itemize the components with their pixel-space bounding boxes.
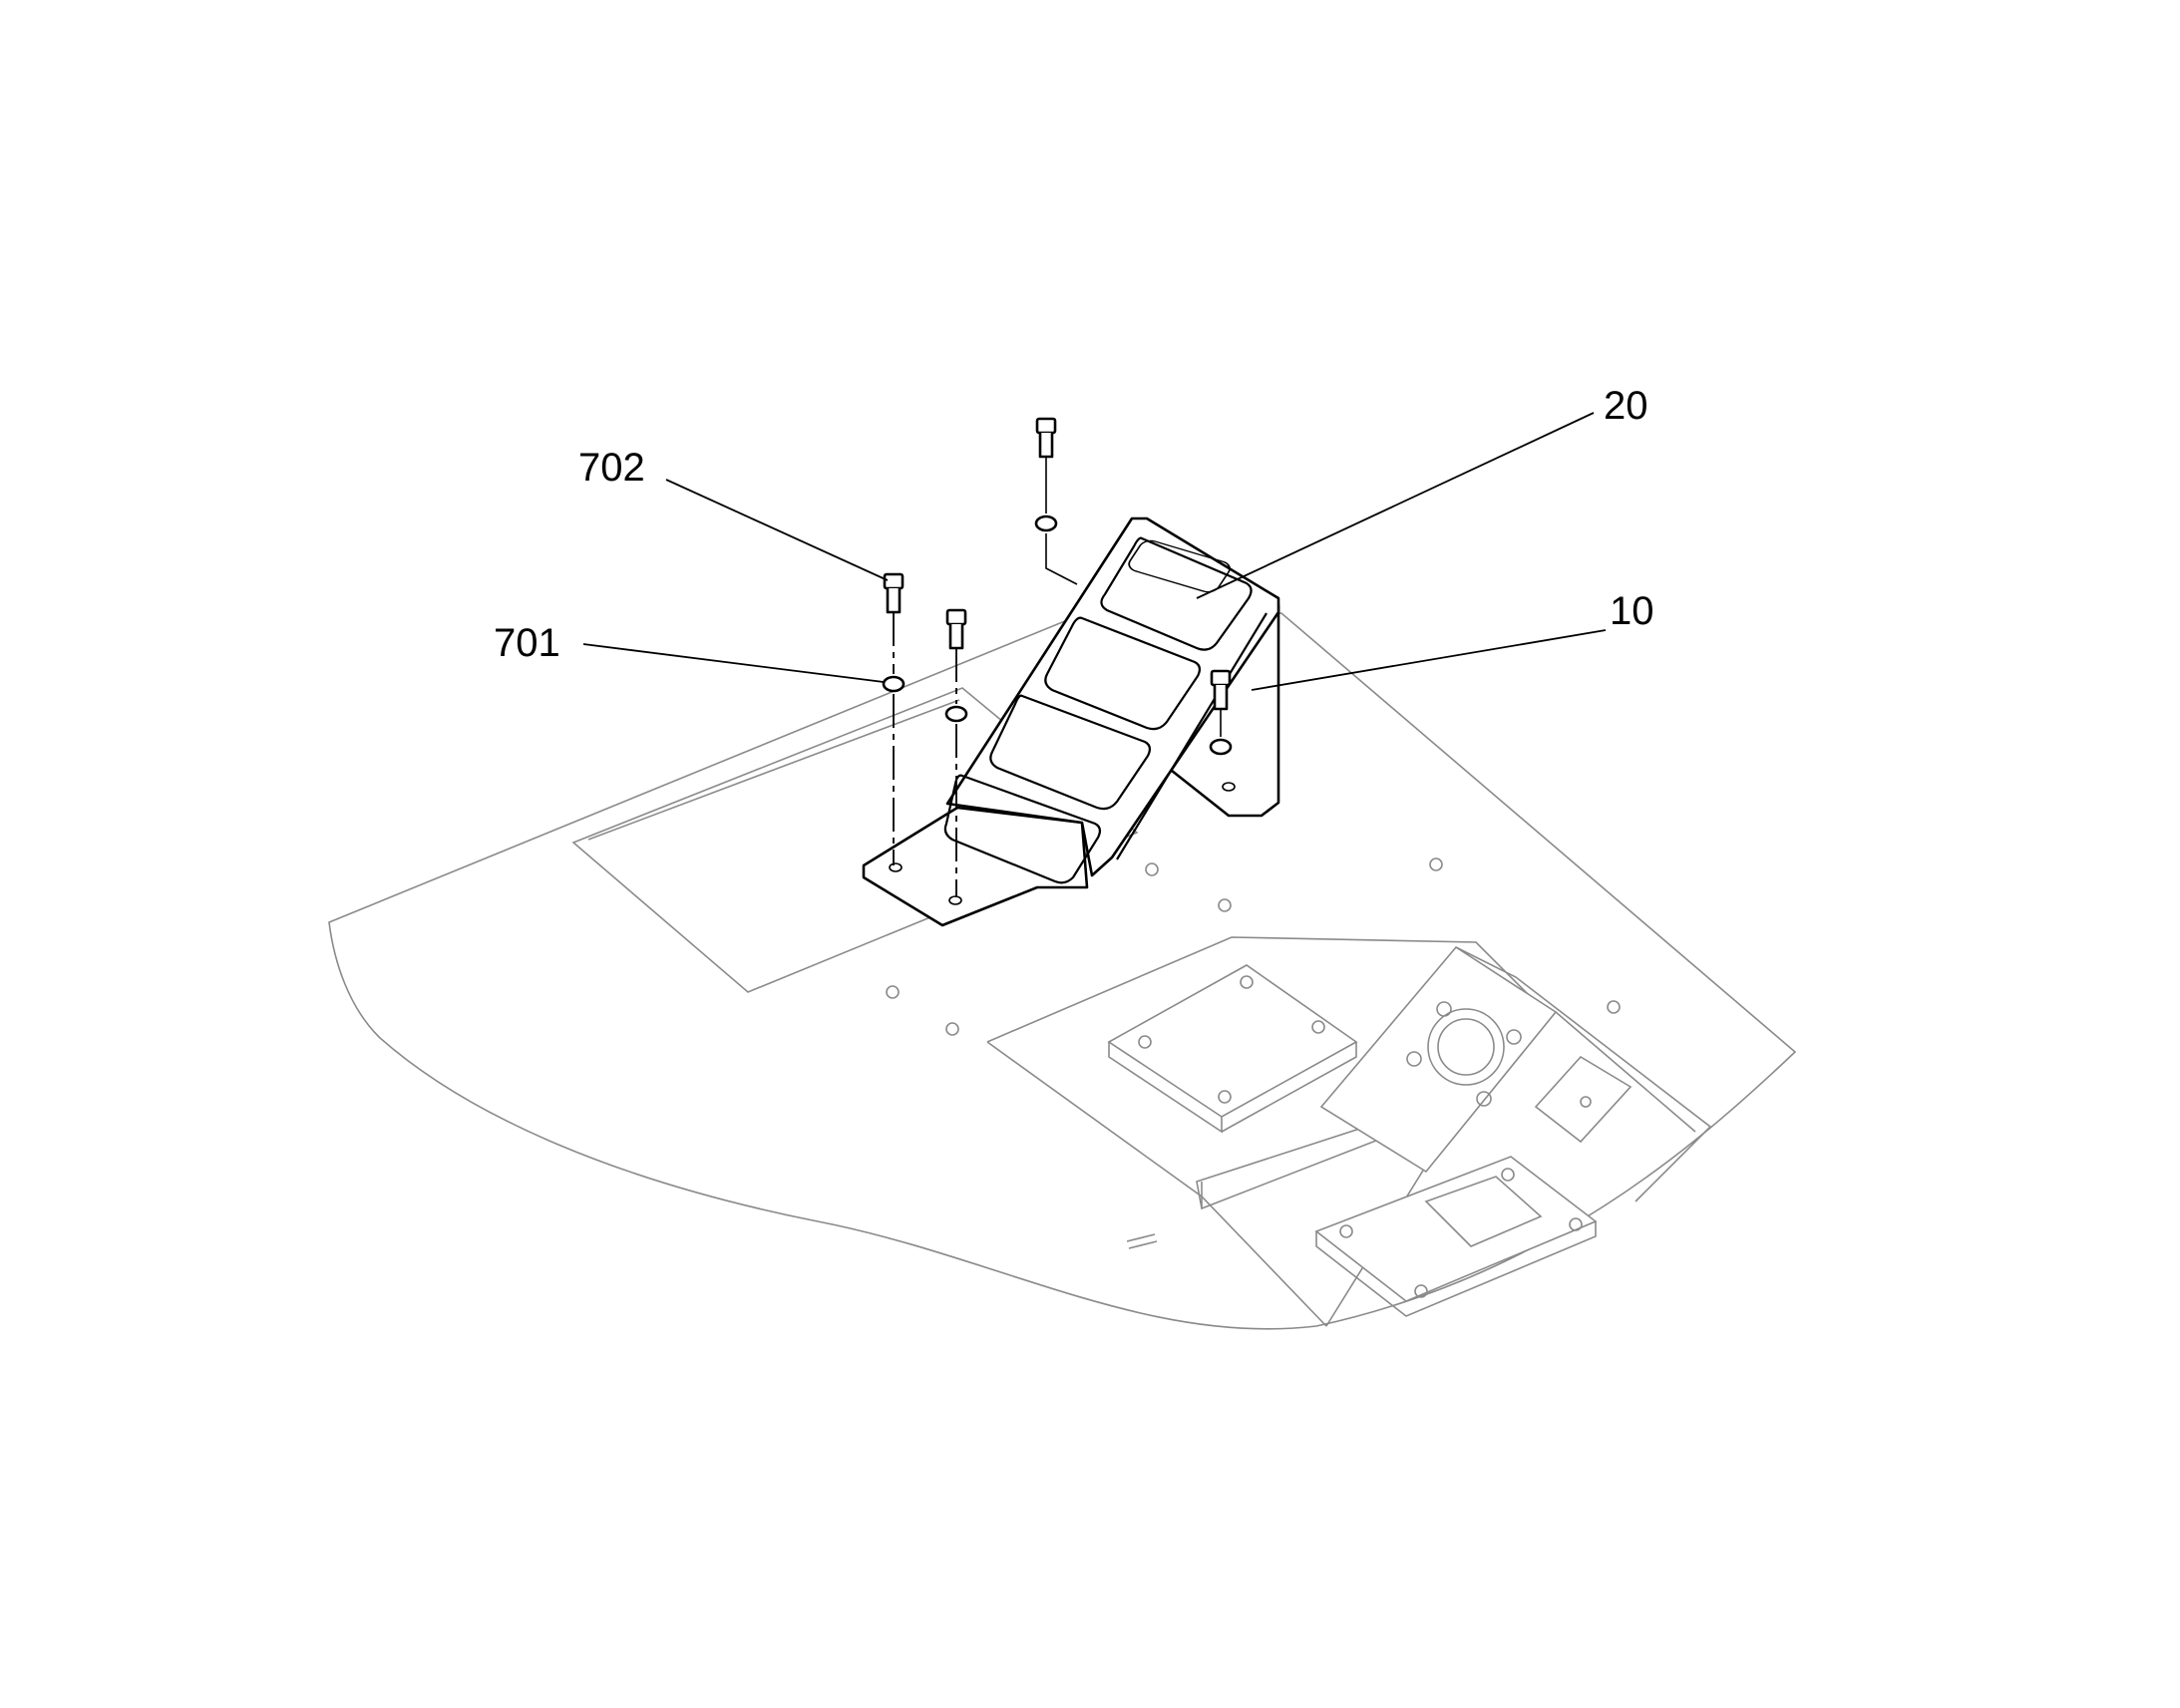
leader-lines (582, 412, 1607, 691)
leader-20 (1196, 412, 1595, 599)
washer-2 (944, 705, 968, 723)
leader-702 (665, 479, 889, 581)
washer-701 (882, 675, 906, 693)
callout-10: 10 (1610, 589, 1654, 633)
bolt-4 (1210, 669, 1232, 711)
step-bracket (862, 516, 1280, 927)
callout-20: 20 (1604, 384, 1648, 428)
callout-701: 701 (494, 621, 560, 665)
washer-4 (1209, 738, 1233, 756)
floor-plate-ghost (328, 612, 1797, 1330)
callout-702: 702 (578, 446, 645, 490)
hardware (882, 417, 1233, 897)
bolt-2 (945, 608, 967, 650)
leader-10 (1251, 629, 1607, 691)
axis-line-3 (1045, 457, 1078, 585)
bolt-3 (1035, 417, 1057, 459)
leader-701 (582, 643, 885, 683)
washer-3 (1034, 514, 1058, 532)
